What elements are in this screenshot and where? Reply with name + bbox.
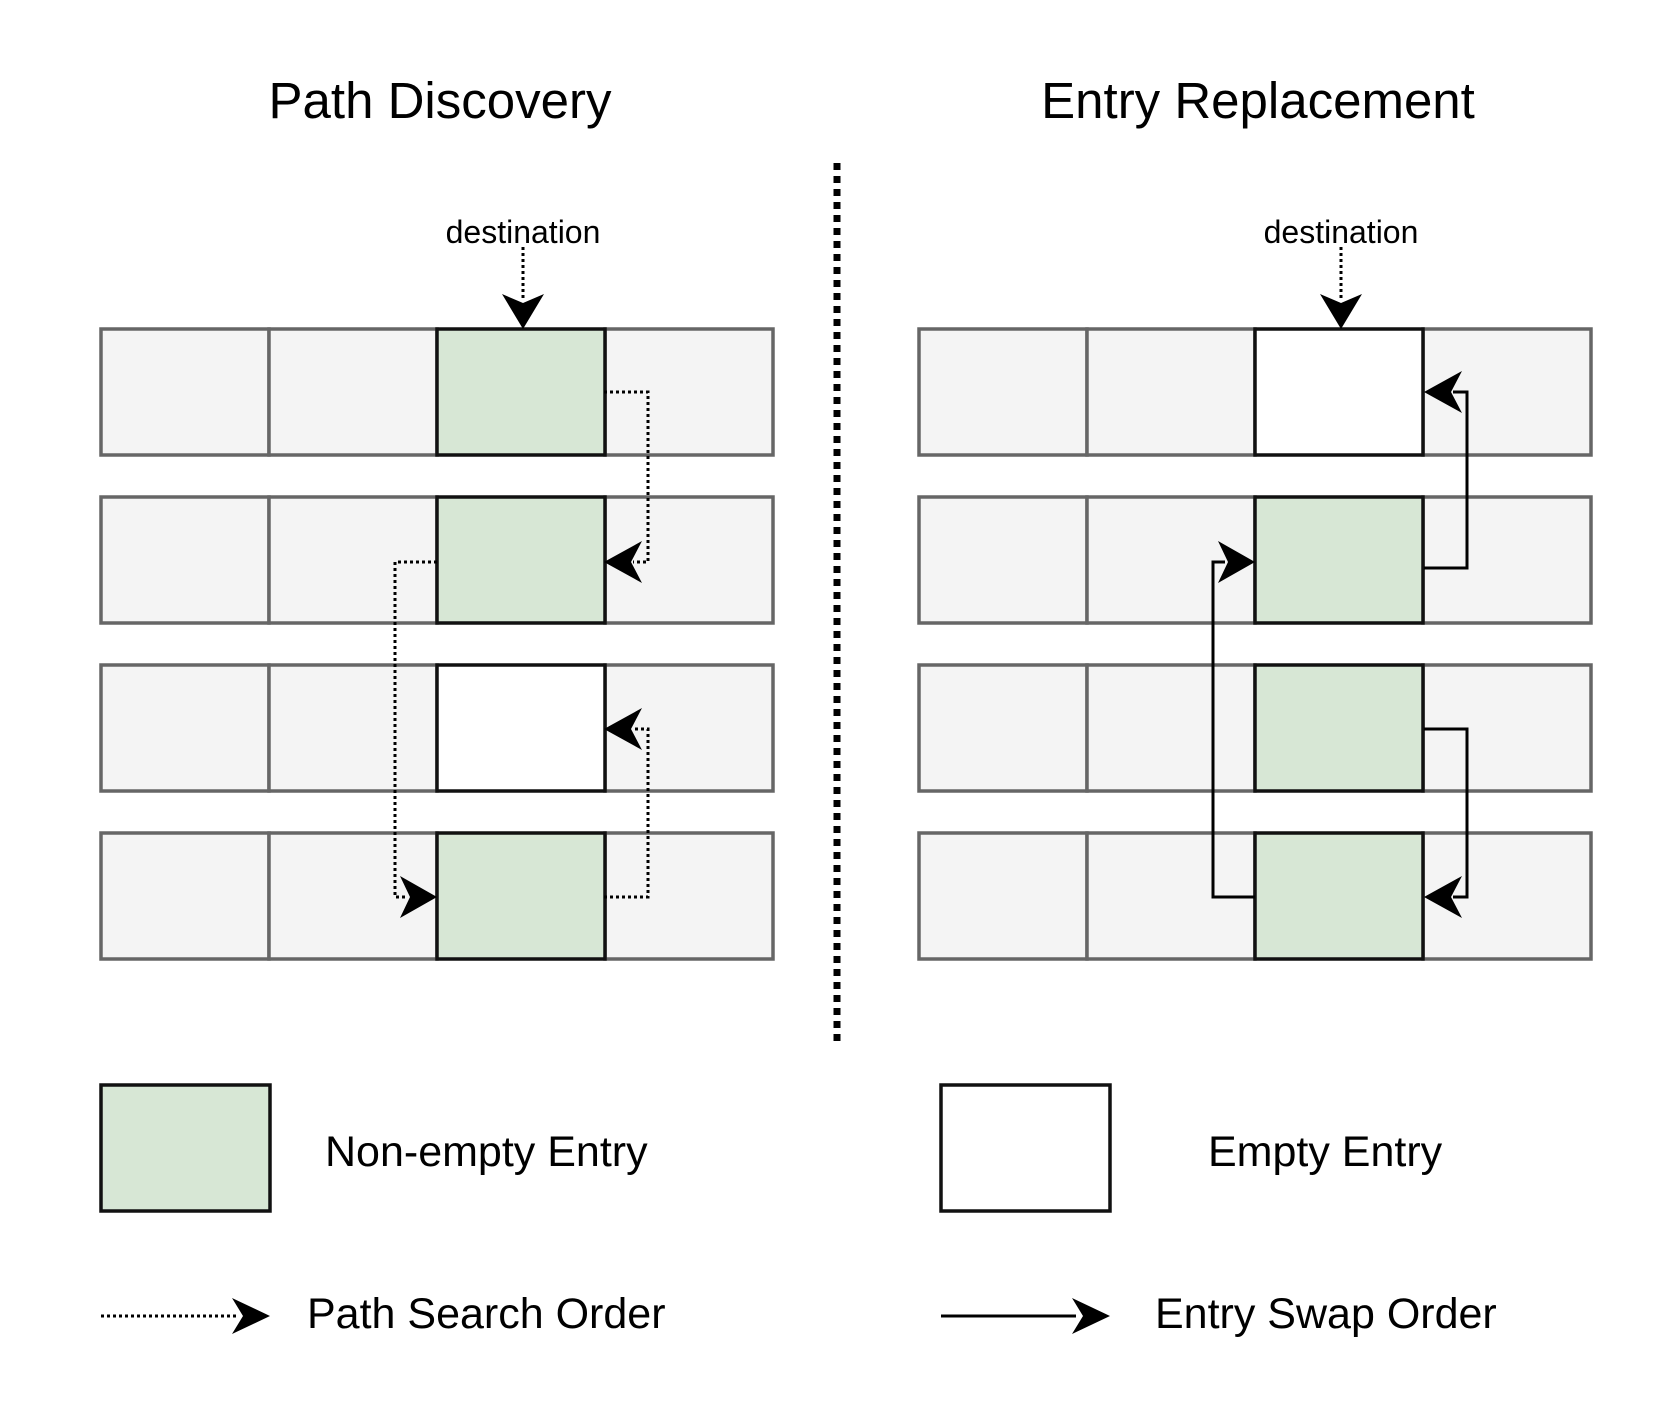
legend-entry-swap-arrow — [941, 1298, 1110, 1334]
legend-path-search-label: Path Search Order — [307, 1290, 666, 1338]
non-empty-entry-cell — [435, 495, 607, 625]
left-destination-label: destination — [446, 214, 601, 250]
legend-path-search-arrow — [101, 1298, 270, 1334]
legend-entry-swap-label: Entry Swap Order — [1155, 1290, 1497, 1338]
non-empty-entry-cell — [1253, 831, 1425, 961]
table-cell — [267, 327, 439, 457]
table-cell — [1085, 663, 1257, 793]
table-cell — [267, 831, 439, 961]
empty-entry-cell — [435, 663, 607, 793]
right-table-grid — [917, 327, 1593, 961]
non-empty-entry-cell — [1253, 663, 1425, 793]
table-cell — [1085, 327, 1257, 457]
right-destination-label: destination — [1264, 214, 1419, 250]
table-cell — [267, 663, 439, 793]
non-empty-entry-cell — [435, 831, 607, 961]
left-destination-arrow — [502, 247, 544, 329]
left-table-grid — [99, 327, 775, 961]
non-empty-entry-cell — [435, 327, 607, 457]
table-cell — [603, 327, 775, 457]
table-cell — [267, 495, 439, 625]
legend-empty-swatch — [939, 1083, 1112, 1213]
table-cell — [99, 663, 271, 793]
empty-entry-cell — [1253, 327, 1425, 457]
table-cell — [99, 495, 271, 625]
table-cell — [917, 327, 1089, 457]
table-cell — [1421, 495, 1593, 625]
left-panel-title: Path Discovery — [269, 72, 612, 129]
table-cell — [917, 495, 1089, 625]
legend-non-empty-label: Non-empty Entry — [325, 1128, 648, 1176]
table-cell — [917, 831, 1089, 961]
table-cell — [603, 495, 775, 625]
table-cell — [99, 327, 271, 457]
legend-non-empty-swatch — [99, 1083, 272, 1213]
table-cell — [99, 831, 271, 961]
right-panel-title: Entry Replacement — [1041, 72, 1475, 129]
right-destination-arrow — [1320, 247, 1362, 329]
path-search-arrows — [393, 390, 650, 918]
legend-empty-label: Empty Entry — [1208, 1128, 1443, 1176]
entry-swap-arrows — [1211, 371, 1469, 918]
table-cell — [603, 831, 775, 961]
non-empty-entry-cell — [1253, 495, 1425, 625]
table-cell — [917, 663, 1089, 793]
